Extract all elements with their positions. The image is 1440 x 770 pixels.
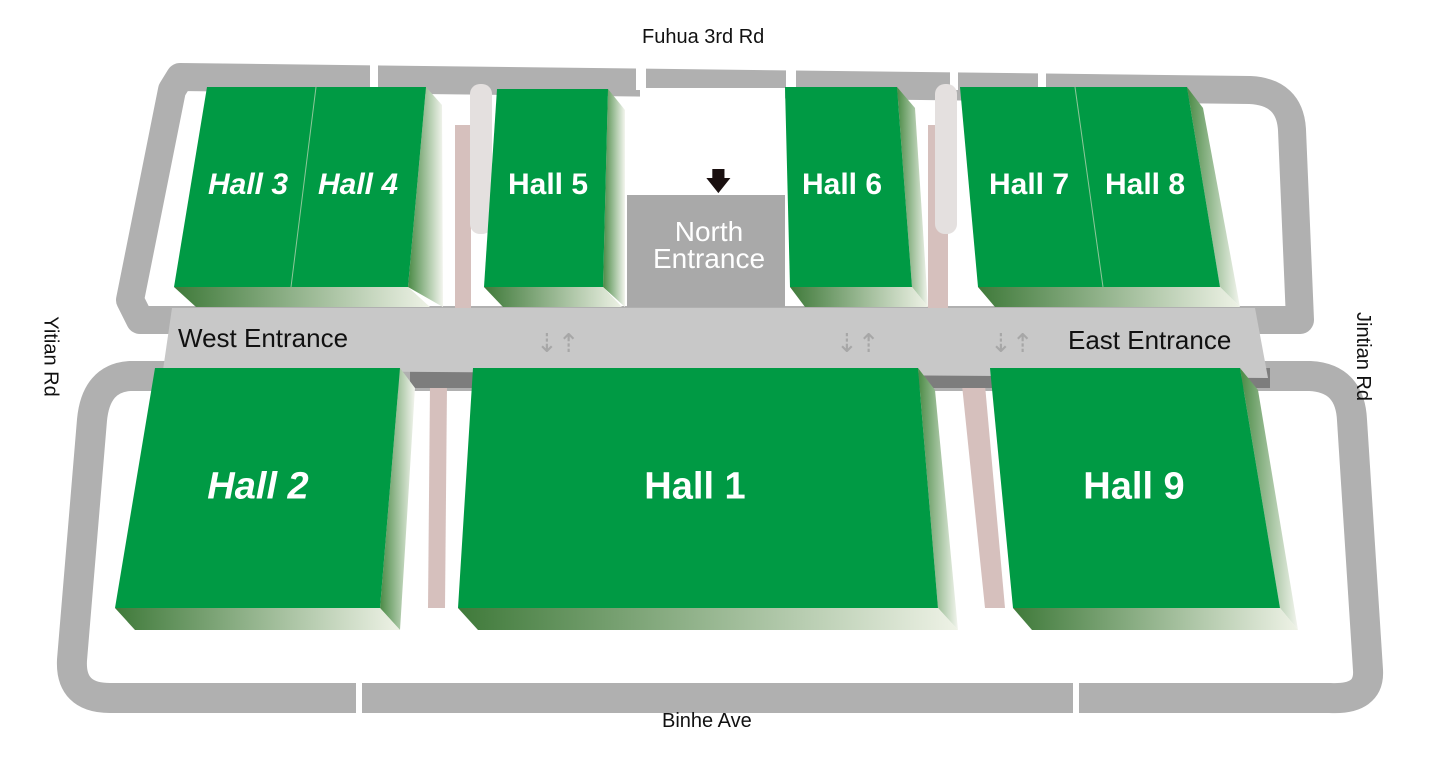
- down-arrow-icon: 🡇: [705, 166, 732, 196]
- svg-text:⇣⇡: ⇣⇡: [536, 329, 580, 359]
- road-ring-south: [56, 361, 1383, 714]
- hall-3-4-block: [174, 86, 443, 307]
- hall-7-label[interactable]: Hall 7: [988, 168, 1070, 201]
- hall-1-block: [458, 368, 958, 630]
- hall-2-block: [115, 368, 415, 630]
- hall-9-label[interactable]: Hall 9: [1083, 465, 1185, 508]
- east-entrance-label: East Entrance: [1068, 325, 1232, 355]
- hall-4-label[interactable]: Hall 4: [317, 168, 399, 201]
- road-gaps: [356, 60, 1079, 720]
- hall-9-block: [990, 368, 1298, 630]
- west-entrance-label: West Entrance: [178, 323, 349, 353]
- hall-8-label[interactable]: Hall 8: [1104, 168, 1186, 201]
- svg-text:⇣⇡: ⇣⇡: [990, 329, 1034, 359]
- road-ring-north: [116, 63, 1314, 334]
- hall-7-8-block: [960, 86, 1240, 307]
- hall-6-label[interactable]: Hall 6: [801, 168, 883, 201]
- road-label-east: Jintian Rd: [1351, 312, 1374, 401]
- road-label-south: Binhe Ave: [662, 710, 752, 732]
- flow-arrow-icons: ⇣⇡ ⇣⇡ ⇣⇡: [536, 329, 1034, 359]
- road-label-north: Fuhua 3rd Rd: [642, 26, 765, 48]
- hall-5-label[interactable]: Hall 5: [507, 168, 589, 201]
- hall-3-label[interactable]: Hall 3: [207, 168, 289, 201]
- north-entrance-block: [627, 195, 785, 307]
- hall-1-label[interactable]: Hall 1: [644, 465, 746, 508]
- svg-text:⇣⇡: ⇣⇡: [836, 329, 880, 359]
- road-label-west: Yitian Rd: [39, 316, 62, 397]
- north-entrance-label: North Entrance: [652, 216, 766, 274]
- hall-2-label[interactable]: Hall 2: [207, 465, 309, 508]
- main-corridor: [163, 308, 1268, 378]
- hall-5-block: [484, 89, 625, 307]
- walkway-top: [470, 84, 957, 234]
- hall-6-block: [785, 87, 928, 307]
